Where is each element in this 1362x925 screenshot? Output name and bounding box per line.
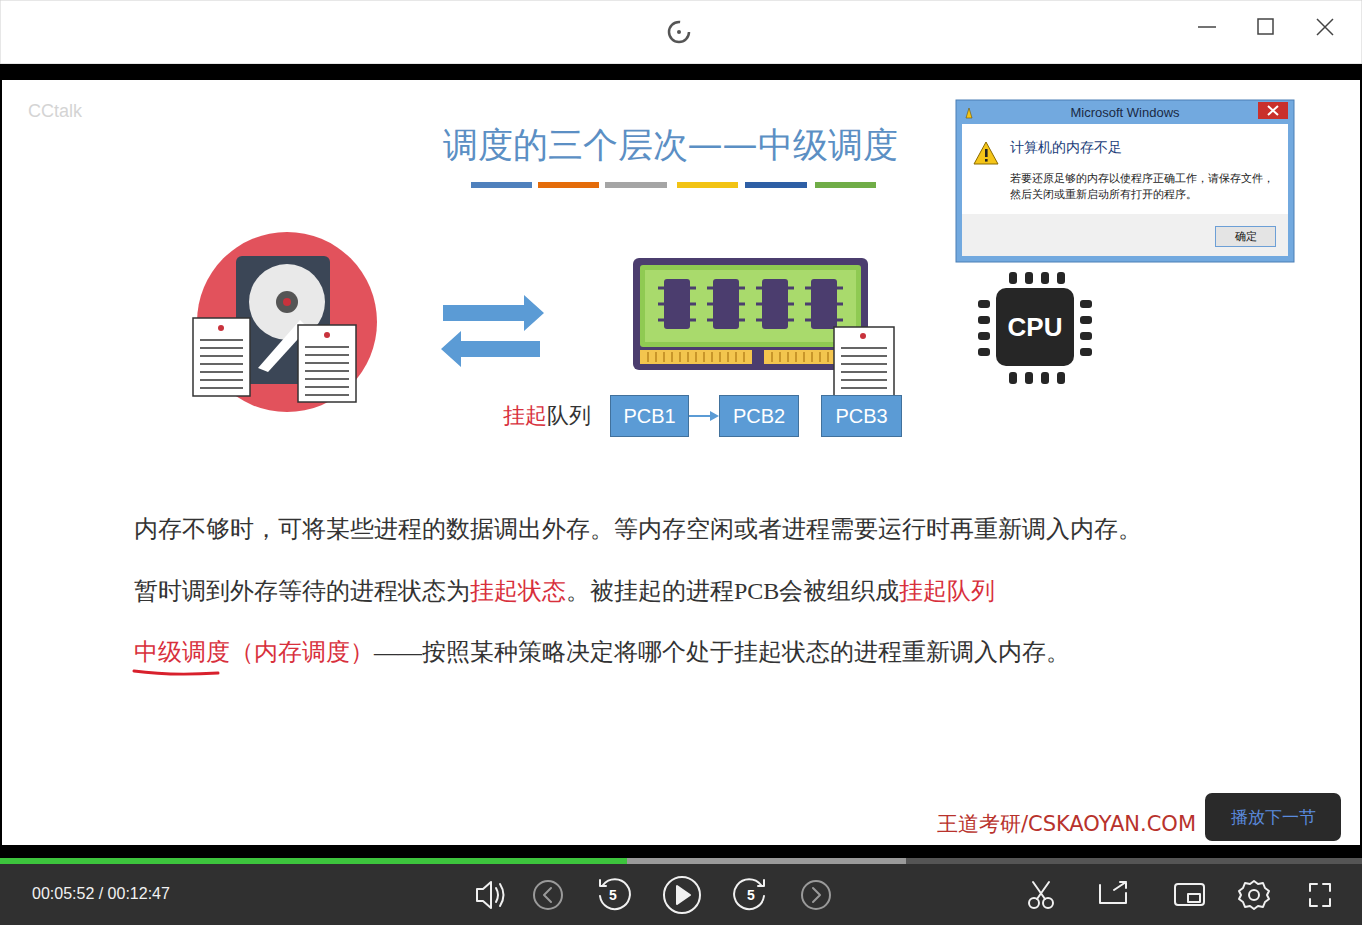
arrow-head (710, 411, 719, 421)
progress-buffer (0, 858, 906, 864)
watermark: CCtalk (28, 101, 82, 122)
brand-watermark: 王道考研/CSKAOYAN.COM (937, 810, 1196, 838)
body-text: 。被挂起的进程PCB会被组织成 (566, 578, 899, 604)
player-icons (477, 877, 1330, 913)
body-line: 暂时调到外存等待的进程状态为挂起状态。被挂起的进程PCB会被组织成挂起队列 (134, 575, 995, 607)
body-text: ——按照某种策略决定将哪个处于挂起状态的进程重新调入内存。 (374, 639, 1070, 665)
node-text: 计算机的内存不足 (1010, 139, 1122, 157)
highlight-term: 挂起队列 (899, 578, 995, 604)
title-bar-border (0, 0, 1362, 64)
queue-caption: 挂起队列 (503, 401, 591, 431)
player-band (0, 845, 1362, 865)
loading-icon (669, 22, 689, 42)
swap-arrows (441, 295, 544, 367)
slide-ground (2, 80, 1360, 845)
node-text: 若要还原足够的内存以使程序正确工作，请保存文件，然后关闭或重新启动所有打开的程序… (1010, 170, 1280, 202)
highlight-term: 中级调度（内存调度） (134, 639, 374, 665)
queue-word: 挂起 (503, 403, 547, 428)
next-button: 播放下一节 (1205, 793, 1341, 841)
node-text: 确定 (1235, 229, 1257, 244)
skip-seconds: 5 (603, 884, 623, 906)
black-band (0, 64, 1362, 80)
cpu-chip: CPU (996, 288, 1074, 366)
slide-title: 调度的三个层次——中级调度 (320, 122, 1020, 169)
body-text: 暂时调到外存等待的进程状态为 (134, 578, 470, 604)
body-line: 中级调度（内存调度）——按照某种策略决定将哪个处于挂起状态的进程重新调入内存。 (134, 636, 1070, 668)
time-readout: 00:05:52 / 00:12:47 (32, 885, 170, 903)
node-text: CPU (1008, 312, 1063, 343)
node-text: PCB3 (835, 405, 887, 428)
highlight-term: 挂起状态 (470, 578, 566, 604)
skip-seconds: 5 (741, 884, 761, 906)
dialog-frame (956, 100, 1294, 262)
cpu-pins (978, 272, 1092, 384)
minimize-icon (1198, 26, 1216, 28)
close-icon (1317, 19, 1333, 35)
pcb-box: PCB3 (821, 395, 902, 437)
node-text: PCB2 (733, 405, 785, 428)
pcb-box: PCB1 (610, 395, 689, 437)
control-bar (0, 864, 1362, 925)
progress-track (0, 858, 1362, 864)
node-text: Microsoft Windows (956, 105, 1294, 120)
body-text: 内存不够时，可将某些进程的数据调出外存。等内存空闲或者进程需要运行时再重新调入内… (134, 516, 1142, 542)
hard-disk-illustration (193, 232, 377, 412)
warning-dialog: Microsoft Windows 计算机的内存不足若要还原足够的内存以使程序正确… (956, 100, 1294, 262)
dialog-button: 确定 (1215, 226, 1276, 247)
progress-played (0, 858, 627, 864)
body-line: 内存不够时，可将某些进程的数据调出外存。等内存空闲或者进程需要运行时再重新调入内… (134, 513, 1142, 545)
queue-word: 队列 (547, 403, 591, 428)
maximize-icon (1258, 19, 1273, 34)
title-color-bars (471, 182, 876, 188)
ram-illustration (633, 258, 894, 397)
node-text: PCB1 (623, 405, 675, 428)
hand-underline (134, 671, 218, 674)
connector (689, 411, 719, 421)
connector-line (689, 415, 711, 417)
loading-dot (677, 30, 681, 34)
pcb-box: PCB2 (719, 395, 799, 437)
title-bar (0, 0, 1362, 64)
